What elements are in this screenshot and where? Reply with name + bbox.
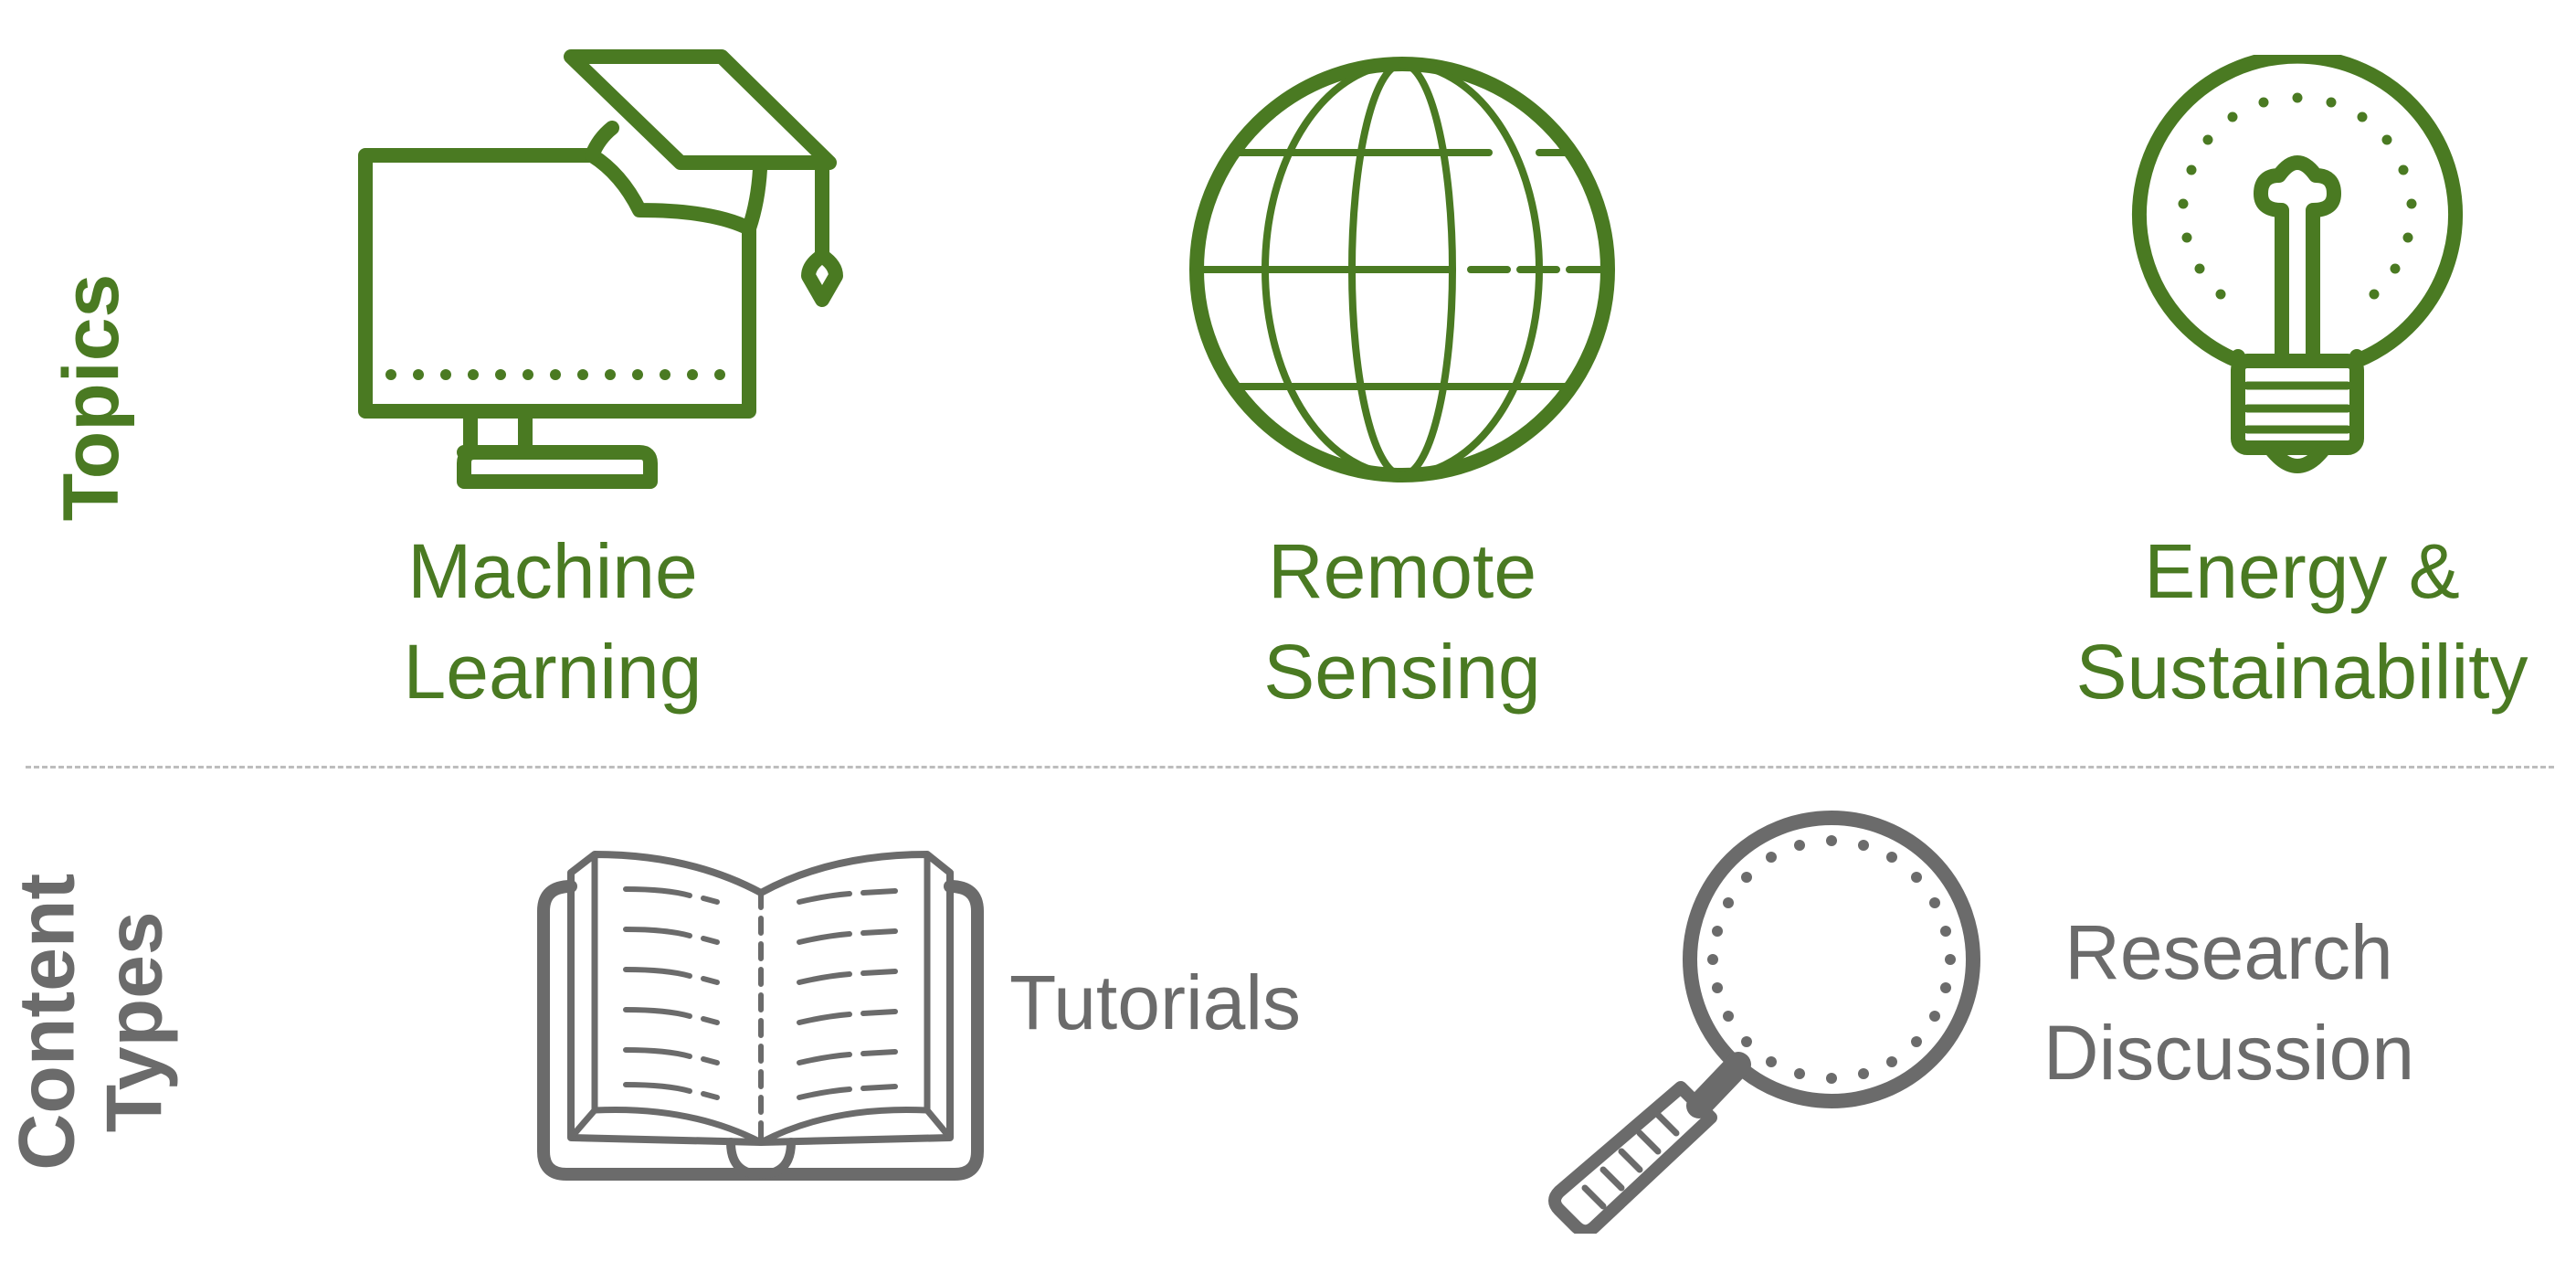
- lightbulb-icon: [2132, 55, 2463, 473]
- content-types-section-title: Content Types: [4, 793, 180, 1250]
- content-types-title-line2: Types: [91, 911, 179, 1133]
- section-divider: [26, 766, 2554, 768]
- content-label-research-discussion: Research Discussion: [2043, 909, 2415, 1096]
- globe-icon: [1189, 57, 1615, 482]
- graduation-computer-icon: [358, 49, 843, 489]
- open-book-icon: [537, 851, 984, 1181]
- content-label-tutorials: Tutorials: [1009, 959, 1301, 1045]
- topic-label-energy-sustainability: Energy & Sustainability: [2075, 528, 2528, 715]
- magnifying-glass-icon: [1548, 811, 1980, 1234]
- topic-label-machine-learning: Machine Learning: [403, 528, 702, 715]
- topic-label-remote-sensing: Remote Sensing: [1263, 528, 1541, 715]
- content-types-title-line1: Content: [3, 873, 91, 1171]
- topics-section-title: Topics: [48, 273, 135, 522]
